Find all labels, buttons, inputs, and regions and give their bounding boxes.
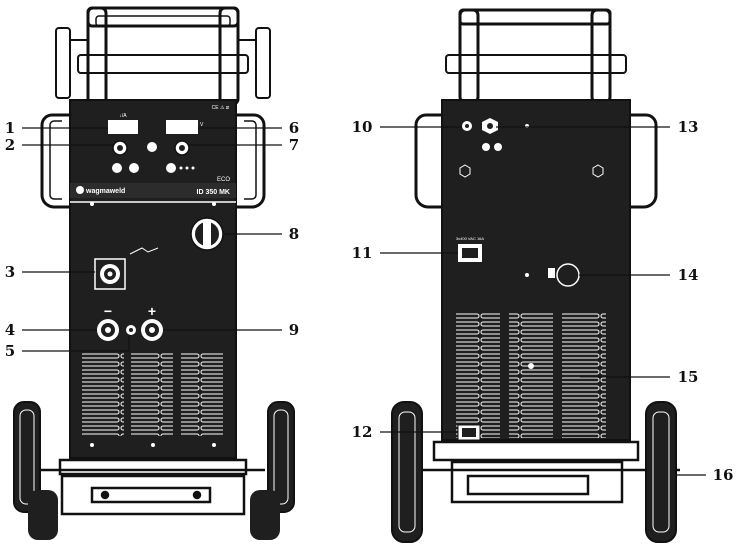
model-name: ID 350 MK xyxy=(197,189,230,196)
callout-15: 15 xyxy=(678,368,699,386)
callout-13: 13 xyxy=(678,118,699,136)
left-button-2[interactable] xyxy=(129,163,139,173)
front-trolley xyxy=(40,458,265,516)
callout-2: 2 xyxy=(5,136,15,154)
callout-12: 12 xyxy=(352,423,373,441)
leader-lines xyxy=(22,126,706,476)
front-vent-right xyxy=(181,352,223,436)
callout-3: 3 xyxy=(5,263,15,281)
back-view: 3x400 VAC 16A xyxy=(391,8,680,543)
callout-1: 1 xyxy=(5,119,15,137)
back-side-handles xyxy=(414,113,658,209)
play-button[interactable] xyxy=(166,163,176,173)
callout-11: 11 xyxy=(352,244,373,262)
back-wheels xyxy=(391,401,677,543)
callout-8: 8 xyxy=(289,225,299,243)
front-vent-mid xyxy=(131,352,173,436)
left-display xyxy=(108,120,138,134)
callout-4: 4 xyxy=(5,321,15,339)
brand-name: wagmaweld xyxy=(85,188,125,195)
minus-label: − xyxy=(104,303,112,319)
memory-button[interactable] xyxy=(147,142,157,152)
callout-10: 10 xyxy=(352,118,373,136)
ce-mark: CE ⚠ ⧄ xyxy=(212,105,229,111)
callout-14: 14 xyxy=(678,266,699,284)
plus-label: + xyxy=(148,303,156,319)
callout-5: 5 xyxy=(5,342,15,360)
back-vent-mid xyxy=(509,312,553,438)
front-side-handles xyxy=(40,113,266,209)
left-button-1[interactable] xyxy=(112,163,122,173)
callout-9: 9 xyxy=(289,321,299,339)
callout-6: 6 xyxy=(289,119,299,137)
back-trolley xyxy=(400,440,680,504)
callout-16: 16 xyxy=(713,466,734,484)
back-vent-left xyxy=(456,312,500,438)
callout-7: 7 xyxy=(289,136,299,154)
left-display-label: ↓/A xyxy=(119,113,127,119)
series-name: ECO xyxy=(217,177,230,183)
right-display-label: V xyxy=(200,122,204,128)
front-view: ↓/A V CE ⚠ ⧄ wagmaweld ID 350 MK ECO − + xyxy=(13,6,295,540)
front-vent-left xyxy=(82,352,124,436)
power-label: 3x400 VAC 16A xyxy=(456,236,484,241)
front-wheels xyxy=(13,401,295,540)
back-vent-right xyxy=(562,312,606,438)
right-display xyxy=(166,120,198,134)
brand-strip xyxy=(70,183,236,198)
